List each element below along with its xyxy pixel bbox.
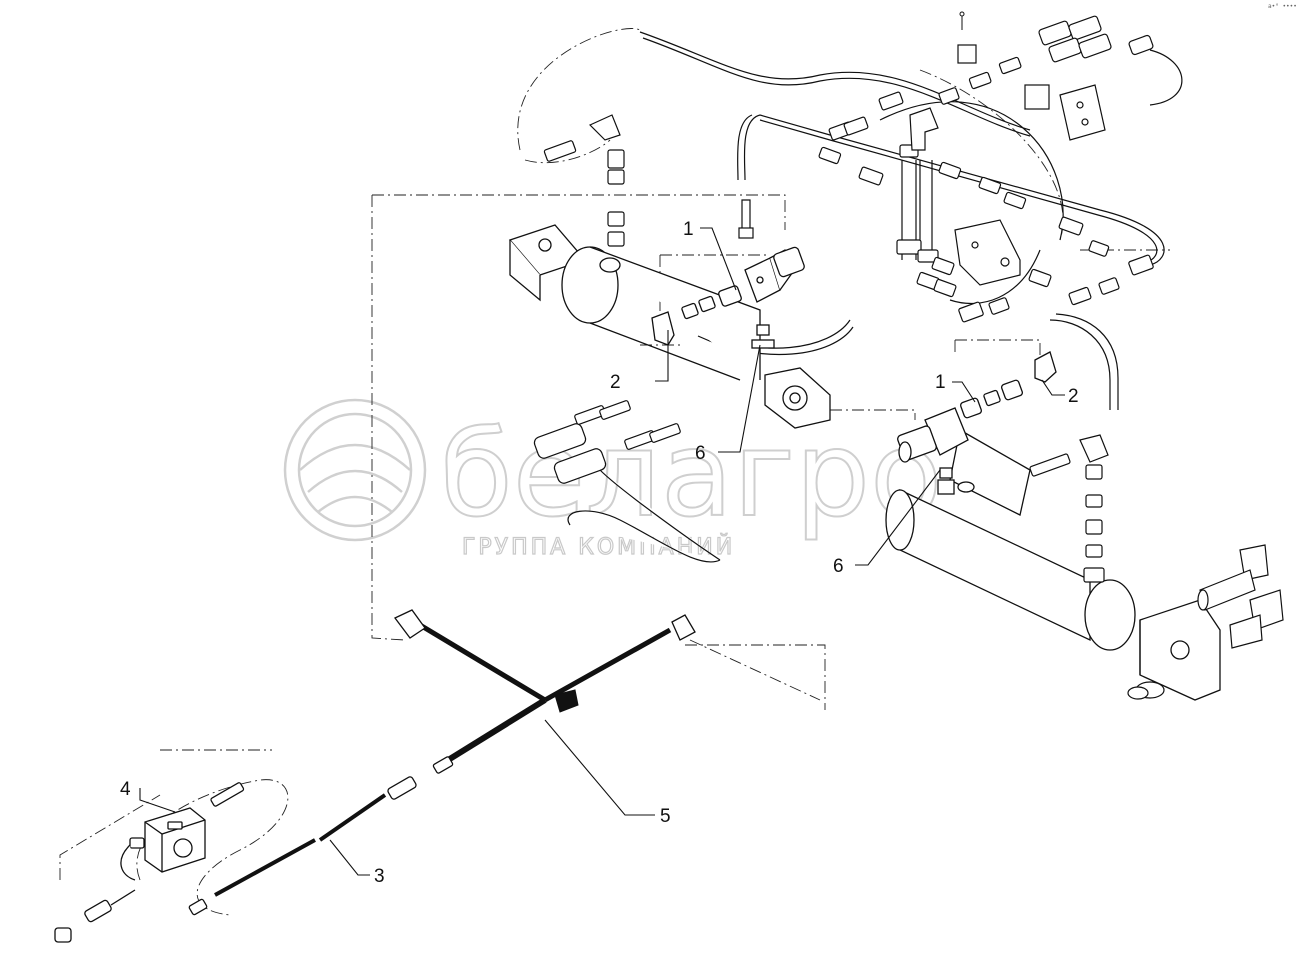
right-hydraulic-cylinder — [885, 428, 1221, 701]
callout-1-left: 1 — [683, 219, 694, 240]
callout-5: 5 — [660, 806, 671, 827]
callout-2-left: 2 — [610, 372, 621, 393]
callout-labels: 1 2 6 1 2 6 4 5 3 — [120, 219, 1079, 887]
callout-2-right: 2 — [1068, 386, 1079, 407]
clevis-block — [764, 367, 831, 429]
upper-fittings — [543, 15, 1183, 323]
corner-mark: a•° •••• — [1268, 3, 1297, 10]
leader-lines — [139, 227, 1065, 876]
callout-6-left: 6 — [695, 443, 706, 464]
top-bolt — [959, 11, 965, 30]
callout-6-right: 6 — [833, 556, 844, 577]
watermark: белагро ГРУППА КОМПАНИЙ — [283, 398, 943, 561]
left-solenoid-valve — [651, 246, 805, 349]
wiring-harness — [394, 609, 696, 774]
callout-4: 4 — [120, 779, 131, 800]
lower-cable — [188, 776, 417, 916]
right-lower-fittings — [1029, 434, 1109, 583]
left-hydraulic-cylinder — [508, 224, 761, 381]
upper-hoses — [639, 31, 1165, 410]
control-box — [54, 807, 206, 943]
callout-1-right: 1 — [935, 372, 946, 393]
pin-and-clip — [1127, 544, 1284, 700]
watermark-logo-icon — [283, 398, 427, 542]
callout-3: 3 — [374, 866, 385, 887]
right-solenoid-valve — [897, 351, 1057, 495]
watermark-brand: белагро — [440, 405, 942, 543]
quick-couplers — [533, 400, 721, 563]
